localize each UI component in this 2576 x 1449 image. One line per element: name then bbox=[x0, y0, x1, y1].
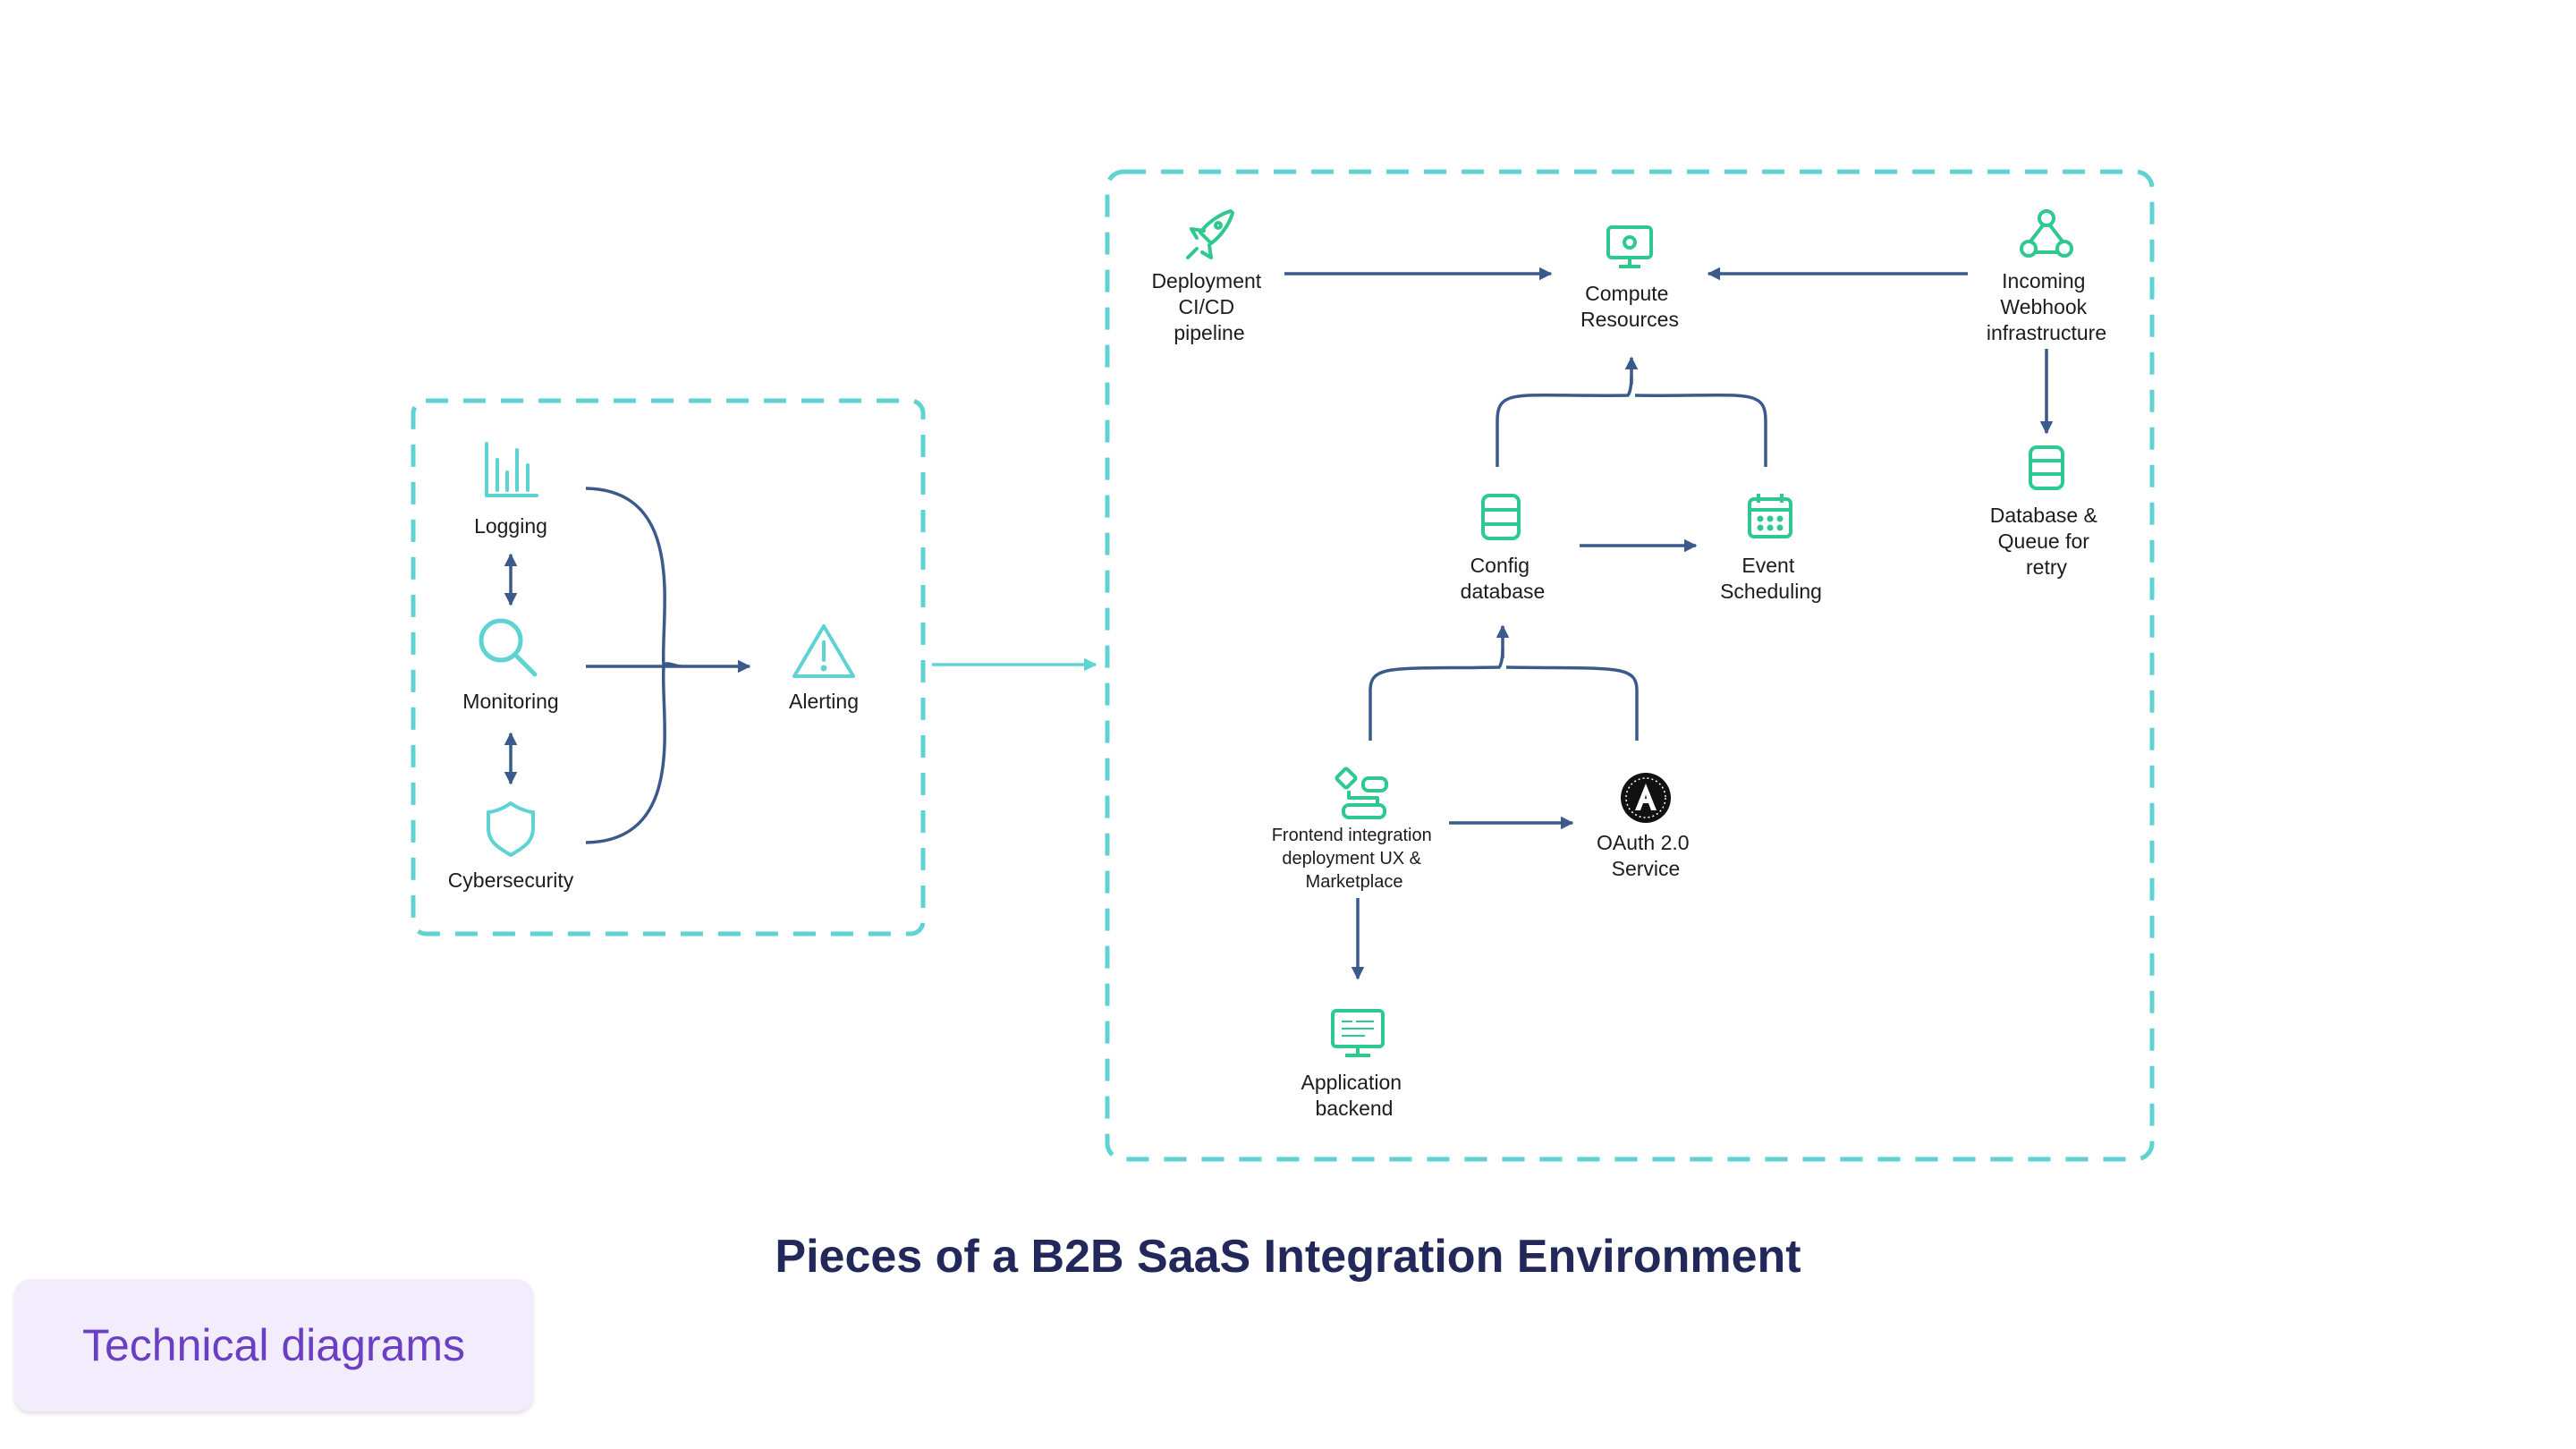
webhook-icon bbox=[2020, 209, 2073, 258]
node-compute: Compute Resources bbox=[1580, 282, 1679, 331]
oauth-logo-icon bbox=[1621, 773, 1671, 823]
node-cybersecurity: Cybersecurity bbox=[448, 869, 574, 892]
workflow-icon bbox=[1335, 767, 1388, 819]
magnifier-icon bbox=[479, 618, 538, 677]
node-logging: Logging bbox=[474, 514, 547, 538]
node-label: Deployment CI/CD pipeline bbox=[1151, 269, 1267, 344]
database-icon bbox=[2029, 445, 2064, 490]
observability-cluster bbox=[411, 398, 926, 936]
shield-icon bbox=[487, 801, 535, 857]
node-label: Event Scheduling bbox=[1720, 554, 1822, 603]
brace-to-alerting bbox=[585, 487, 682, 844]
node-alerting: Alerting bbox=[789, 690, 859, 713]
node-event-scheduling: Event Scheduling bbox=[1720, 554, 1822, 603]
monitor-gear-icon bbox=[1606, 225, 1653, 268]
node-label: Cybersecurity bbox=[448, 869, 574, 892]
category-badge: Technical diagrams bbox=[14, 1279, 533, 1411]
database-icon bbox=[1481, 494, 1521, 540]
node-db-queue: Database & Queue for retry bbox=[1990, 504, 2104, 579]
node-label: Logging bbox=[474, 514, 547, 538]
brace-to-compute bbox=[1496, 375, 1767, 467]
diagram-title: Pieces of a B2B SaaS Integration Environ… bbox=[775, 1231, 1801, 1283]
node-app-backend: Application backend bbox=[1301, 1071, 1408, 1120]
node-label: Monitoring bbox=[462, 690, 558, 713]
node-frontend: Frontend integration deployment UX & Mar… bbox=[1272, 826, 1437, 892]
edges bbox=[504, 267, 2054, 980]
bar-chart-icon bbox=[485, 442, 538, 497]
node-label: Config database bbox=[1461, 554, 1546, 603]
node-label: OAuth 2.0 Service bbox=[1597, 831, 1695, 880]
code-monitor-icon bbox=[1331, 1009, 1385, 1057]
node-label: Database & Queue for retry bbox=[1990, 504, 2104, 579]
node-oauth: OAuth 2.0 Service bbox=[1597, 831, 1695, 880]
node-label: Alerting bbox=[789, 690, 859, 713]
node-label: Compute Resources bbox=[1580, 282, 1679, 331]
node-deployment: Deployment CI/CD pipeline bbox=[1151, 269, 1267, 344]
brace-to-config bbox=[1368, 648, 1639, 741]
node-label: Frontend integration deployment UX & Mar… bbox=[1272, 826, 1437, 892]
node-label: Application backend bbox=[1301, 1071, 1408, 1120]
integration-cluster bbox=[1105, 169, 2155, 1162]
warning-triangle-icon bbox=[792, 624, 855, 678]
node-webhook: Incoming Webhook infrastructure bbox=[1987, 269, 2106, 344]
node-label: Incoming Webhook infrastructure bbox=[1987, 269, 2106, 344]
node-config-db: Config database bbox=[1461, 554, 1546, 603]
rocket-icon bbox=[1186, 209, 1234, 259]
calendar-icon bbox=[1748, 494, 1792, 538]
node-monitoring: Monitoring bbox=[462, 690, 558, 713]
